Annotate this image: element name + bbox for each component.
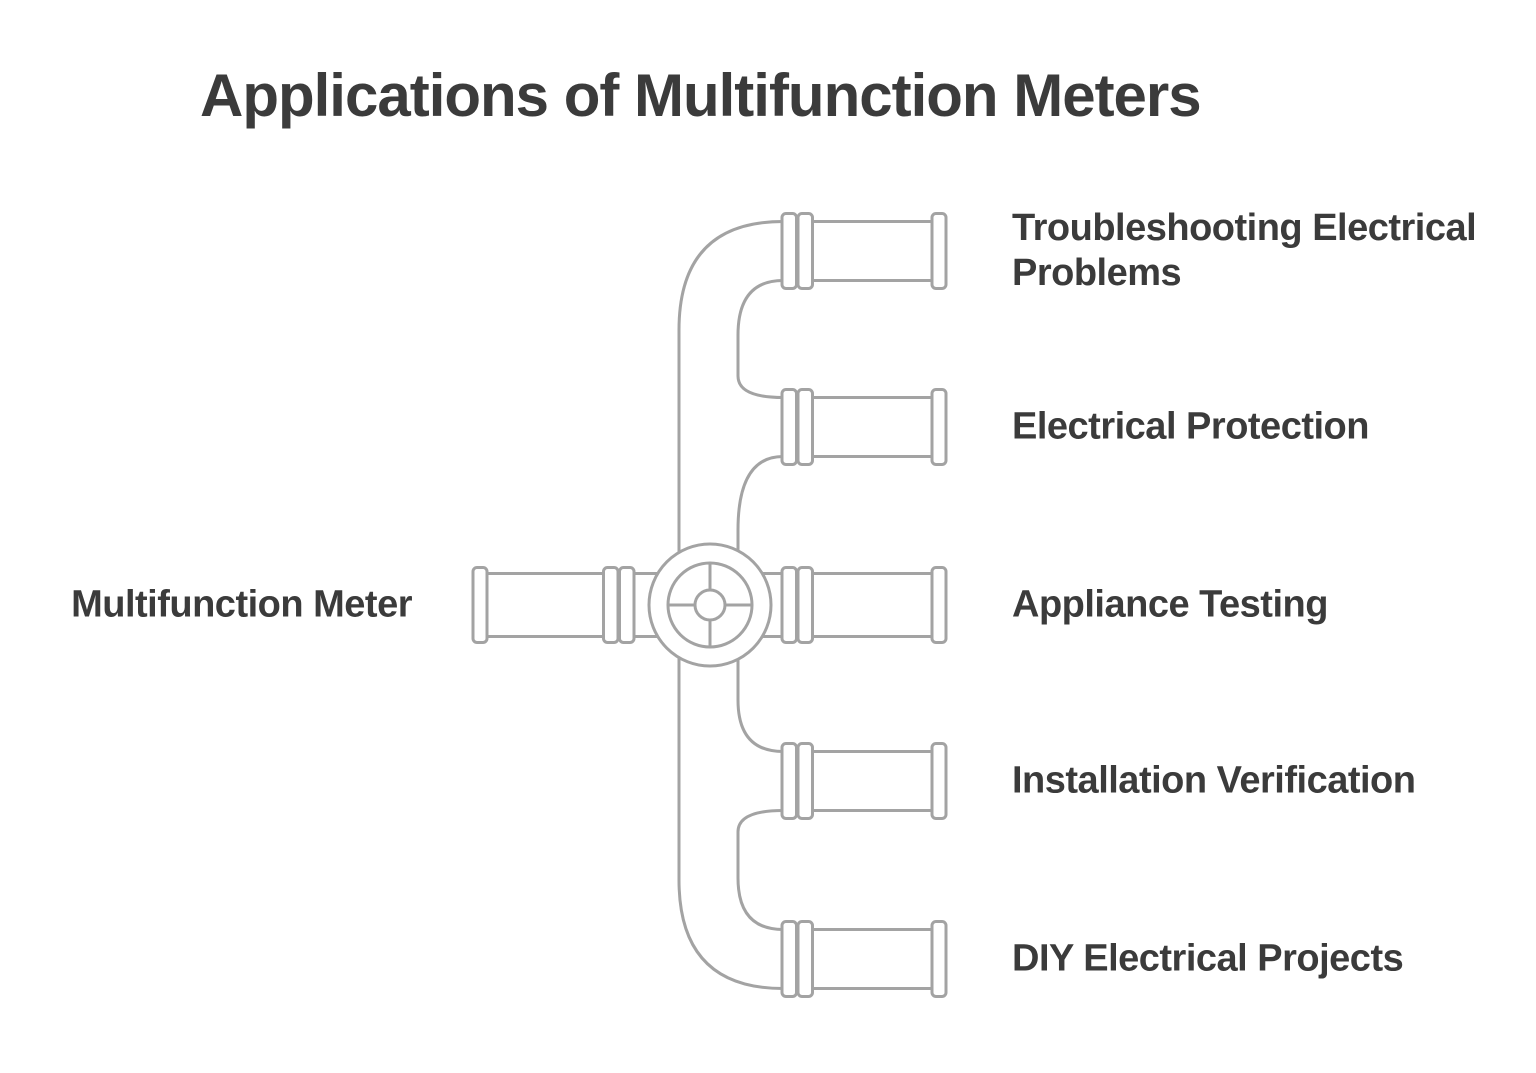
pipe-flange [796, 212, 814, 290]
pipe-flange [780, 566, 798, 644]
inlet-fittings [471, 566, 636, 644]
pipe-end-cap [930, 566, 948, 644]
riser-wall-hub-branch4 [736, 654, 784, 753]
pipe-flange [796, 566, 814, 644]
pipe-flange [780, 388, 798, 466]
pipe-flange [796, 920, 814, 998]
riser-wall-branch4-5 [736, 809, 784, 931]
pipe-end-cap [930, 212, 948, 290]
branch-label-appliance-testing: Appliance Testing [1012, 583, 1328, 626]
branch-label-installation: Installation Verification [1012, 759, 1416, 802]
branch-3-fittings [780, 566, 948, 644]
pipe-end-cap [930, 742, 948, 820]
page-title: Applications of Multifunction Meters [200, 62, 1202, 129]
branch-4-fittings [780, 742, 948, 820]
branch-label-troubleshooting: Troubleshooting Electrical Problems [1012, 207, 1477, 294]
branch-1-fittings [780, 212, 948, 290]
pipe-body [485, 572, 609, 638]
pipe-flange [780, 742, 798, 820]
pipe-end-cap [930, 388, 948, 466]
pipe-flange [780, 920, 798, 998]
branch-2-fittings [780, 388, 948, 466]
valve-center-hub [693, 588, 727, 622]
pipe-flange [796, 388, 814, 466]
riser-wall-branch2-hub [736, 455, 784, 556]
pipe-flange [602, 566, 620, 644]
riser-wall-branch1-2 [736, 279, 784, 399]
pipe-flange [796, 742, 814, 820]
pipe-end-cap [930, 920, 948, 998]
pipe-flange [618, 566, 636, 644]
hub-label: Multifunction Meter [71, 583, 412, 626]
branch-label-protection: Electrical Protection [1012, 405, 1369, 448]
valve-hub [647, 542, 773, 668]
pipe-flange [780, 212, 798, 290]
branch-5-fittings [780, 920, 948, 998]
pipe-end-cap [471, 566, 489, 644]
branch-label-diy: DIY Electrical Projects [1012, 937, 1404, 980]
